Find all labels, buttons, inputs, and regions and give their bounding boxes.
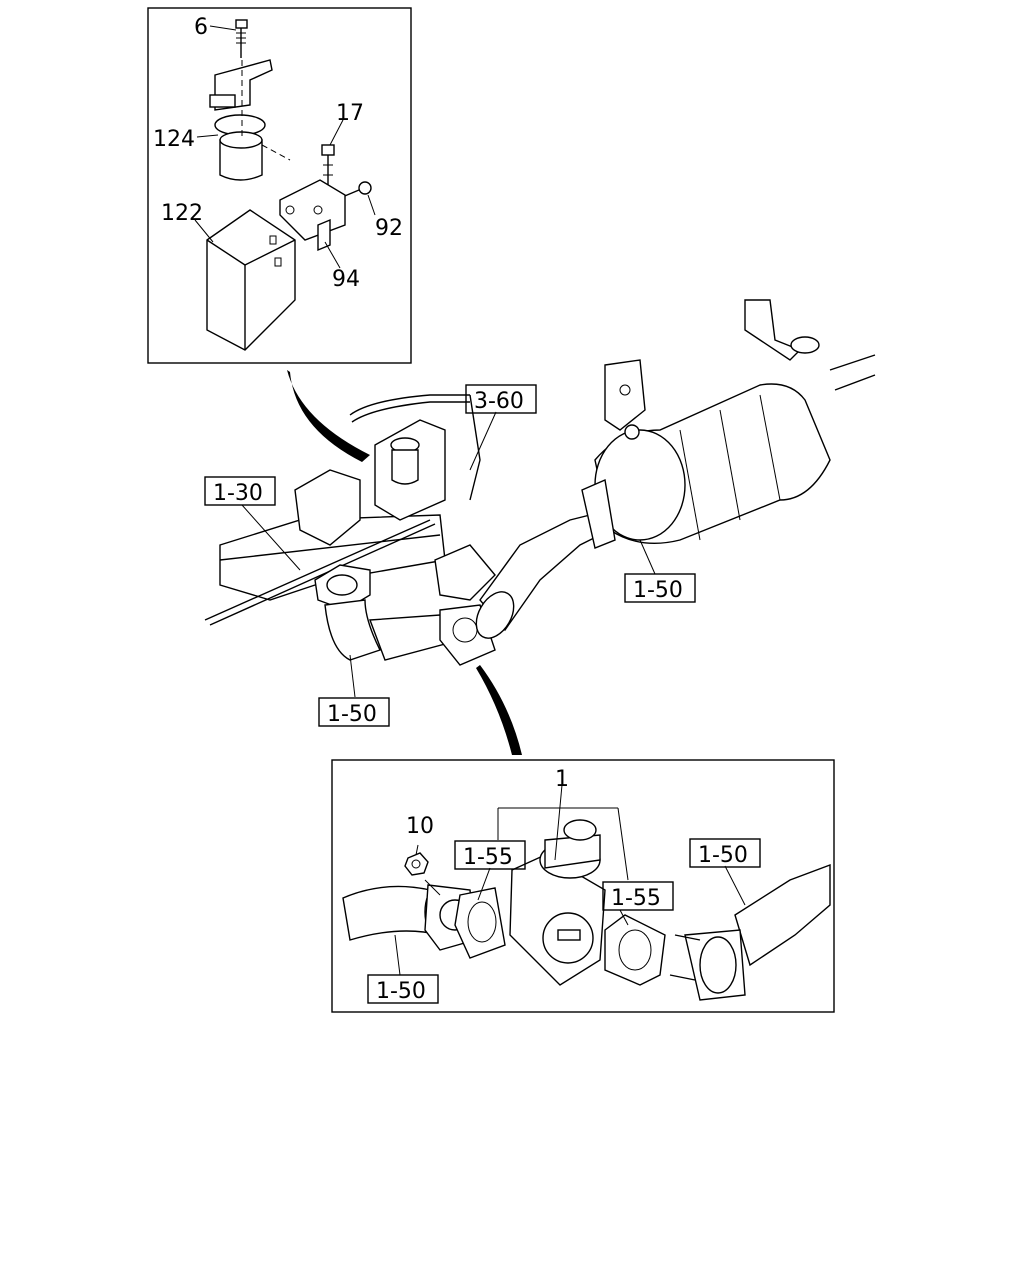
bracket-94-part [279, 179, 346, 252]
callout-1: 1 [555, 767, 569, 792]
ref-box-1-50-detail-right: 1-50 [689, 838, 761, 868]
callout-94: 94 [332, 267, 360, 292]
throttle-detail-inset [331, 759, 835, 1013]
ref-box-1-50-detail-left: 1-50 [367, 974, 439, 1004]
svg-text:1-30: 1-30 [213, 481, 263, 506]
dpf-unit [581, 299, 876, 549]
callout-122: 122 [161, 201, 203, 226]
callout-124: 124 [153, 127, 195, 152]
inset-connector-top [287, 370, 370, 462]
callout-10: 10 [406, 814, 434, 839]
ref-box-1-50-dpf: 1-50 [624, 573, 696, 603]
leader-lines [194, 25, 746, 976]
svg-text:1-50: 1-50 [327, 702, 377, 727]
svg-text:1-55: 1-55 [463, 845, 513, 870]
svg-text:1-55: 1-55 [611, 886, 661, 911]
ref-box-1-55-left: 1-55 [454, 840, 526, 870]
svg-text:1-50: 1-50 [698, 843, 748, 868]
svg-text:1-50: 1-50 [633, 578, 683, 603]
bolt-6-part [235, 19, 248, 58]
sensor-124-part [209, 59, 273, 181]
cover-122-part [206, 209, 296, 351]
svg-text:3-60: 3-60 [474, 389, 524, 414]
ref-box-1-55-right: 1-55 [602, 881, 674, 911]
ref-box-1-50-pipe: 1-50 [318, 697, 390, 727]
callout-6: 6 [194, 15, 208, 40]
svg-text:1-50: 1-50 [376, 979, 426, 1004]
nut-10-part [404, 852, 429, 876]
callout-92: 92 [375, 216, 403, 241]
inset-connector-bottom [476, 665, 522, 755]
main-assembly [204, 299, 876, 666]
ref-box-1-30: 1-30 [204, 476, 276, 506]
sensor-bracket-inset [147, 7, 412, 364]
throttle-body-1-part [509, 819, 606, 986]
ref-box-3-60: 3-60 [465, 384, 537, 414]
callout-17: 17 [336, 101, 364, 126]
